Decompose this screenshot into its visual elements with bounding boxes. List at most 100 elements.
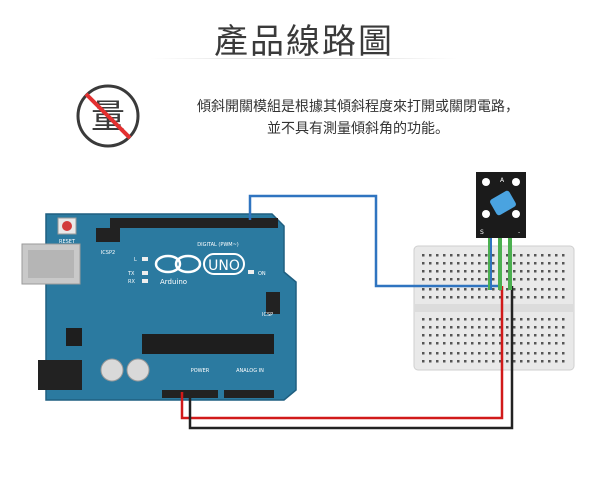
page-title: 產品線路圖 [214, 22, 394, 62]
breadboard-hole [492, 326, 495, 329]
breadboard-hole [562, 342, 565, 345]
breadboard-hole [492, 278, 495, 281]
breadboard-hole [485, 342, 488, 345]
breadboard-hole [513, 360, 516, 363]
breadboard-hole [513, 326, 516, 329]
breadboard-hole [429, 342, 432, 345]
breadboard-hole [541, 342, 544, 345]
breadboard-hole [471, 288, 474, 291]
breadboard-hole [562, 262, 565, 265]
breadboard-hole [478, 326, 481, 329]
breadboard-hole [492, 318, 495, 321]
breadboard-hole [534, 360, 537, 363]
breadboard-hole [478, 360, 481, 363]
breadboard-hole [541, 296, 544, 299]
breadboard-hole [520, 326, 523, 329]
breadboard-hole [436, 326, 439, 329]
breadboard-hole [422, 270, 425, 273]
breadboard-hole [499, 296, 502, 299]
breadboard-hole [471, 326, 474, 329]
breadboard-hole [422, 262, 425, 265]
breadboard-hole [555, 296, 558, 299]
breadboard-hole [548, 334, 551, 337]
breadboard [413, 245, 575, 371]
breadboard-hole [450, 318, 453, 321]
breadboard-hole [527, 334, 530, 337]
breadboard-hole [541, 352, 544, 355]
breadboard-hole [436, 318, 439, 321]
breadboard-hole [422, 334, 425, 337]
breadboard-hole [492, 254, 495, 257]
model-label: UNO [208, 258, 240, 274]
breadboard-hole [555, 262, 558, 265]
breadboard-hole [555, 342, 558, 345]
breadboard-hole [548, 318, 551, 321]
breadboard-hole [436, 334, 439, 337]
breadboard-hole [562, 278, 565, 281]
breadboard-hole [422, 254, 425, 257]
breadboard-hole [548, 326, 551, 329]
tx-label: TX [127, 271, 135, 277]
breadboard-hole [436, 352, 439, 355]
breadboard-hole [443, 270, 446, 273]
breadboard-hole [520, 270, 523, 273]
gnd-wire [188, 286, 514, 430]
breadboard-hole [562, 318, 565, 321]
title-divider-left [150, 58, 310, 59]
arduino-board: RESET ICSP2 DIGITAL (PWM~) UNO Arduino L… [21, 213, 297, 401]
breadboard-hole [506, 278, 509, 281]
breadboard-hole [485, 352, 488, 355]
breadboard-hole [429, 360, 432, 363]
breadboard-hole [436, 360, 439, 363]
breadboard-hole [464, 288, 467, 291]
breadboard-hole [485, 278, 488, 281]
breadboard-hole [492, 288, 495, 291]
breadboard-hole [548, 342, 551, 345]
breadboard-hole [422, 318, 425, 321]
breadboard-hole [464, 254, 467, 257]
dc-jack [38, 360, 82, 390]
breadboard-hole [429, 278, 432, 281]
breadboard-hole [492, 296, 495, 299]
breadboard-hole [485, 360, 488, 363]
breadboard-hole [562, 296, 565, 299]
rx-label: RX [128, 279, 135, 285]
microcontroller-chip [142, 334, 274, 354]
analog-header [224, 390, 274, 398]
breadboard-hole [457, 262, 460, 265]
breadboard-hole [548, 254, 551, 257]
breadboard-hole [485, 270, 488, 273]
breadboard-hole [471, 262, 474, 265]
breadboard-hole [422, 342, 425, 345]
breadboard-hole [492, 334, 495, 337]
breadboard-hole [520, 342, 523, 345]
breadboard-hole [422, 326, 425, 329]
breadboard-hole [450, 360, 453, 363]
breadboard-hole [457, 326, 460, 329]
breadboard-hole [443, 360, 446, 363]
breadboard-hole [464, 326, 467, 329]
breadboard-hole [450, 262, 453, 265]
breadboard-hole [520, 254, 523, 257]
power-label: POWER [191, 368, 210, 374]
breadboard-hole [534, 278, 537, 281]
breadboard-hole [527, 270, 530, 273]
breadboard-hole [541, 318, 544, 321]
breadboard-hole [520, 296, 523, 299]
breadboard-hole [506, 270, 509, 273]
breadboard-hole [506, 318, 509, 321]
no-measure-icon: 量 [76, 84, 140, 148]
breadboard-hole [422, 360, 425, 363]
breadboard-hole [464, 278, 467, 281]
breadboard-hole [450, 296, 453, 299]
breadboard-hole [506, 288, 509, 291]
breadboard-hole [541, 288, 544, 291]
breadboard-hole [478, 270, 481, 273]
breadboard-hole [555, 352, 558, 355]
breadboard-hole [555, 318, 558, 321]
breadboard-hole [436, 270, 439, 273]
breadboard-hole [527, 360, 530, 363]
breadboard-hole [506, 352, 509, 355]
breadboard-hole [471, 342, 474, 345]
breadboard-hole [527, 326, 530, 329]
